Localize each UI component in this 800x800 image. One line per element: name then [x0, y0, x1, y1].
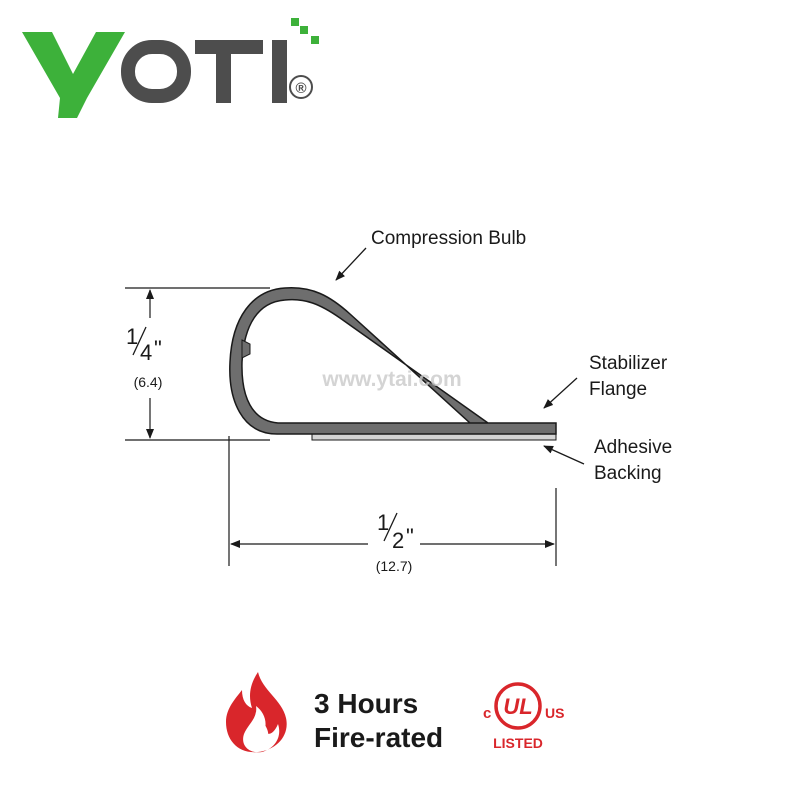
height-fraction-numerator: 1	[126, 324, 138, 349]
height-fraction-slash	[132, 326, 147, 356]
registered-mark: ®	[295, 80, 306, 97]
fire-rating-line1: 3 Hours	[314, 688, 418, 719]
logo-letter-o	[121, 40, 191, 103]
stabilizer-flange-label-line1: Stabilizer	[589, 353, 668, 374]
adhesive-backing-leader	[543, 445, 585, 465]
fire-rating-line2: Fire-rated	[314, 722, 443, 753]
adhesive-backing-strip	[311, 433, 557, 441]
ul-logo-circle	[494, 682, 542, 730]
stabilizer-flange-leader	[543, 377, 578, 409]
compression-bulb-leader	[335, 247, 367, 281]
adhesive-backing-label-line1: Adhesive	[594, 437, 672, 458]
height-metric-label: (6.4)	[134, 374, 163, 390]
width-metric-label: (12.7)	[376, 558, 413, 574]
logo-letter-t	[195, 40, 263, 103]
width-fraction-numerator: 1	[377, 510, 389, 535]
width-fraction-unit: "	[406, 524, 414, 549]
compression-bulb-label: Compression Bulb	[371, 228, 526, 249]
height-fraction-unit: "	[154, 336, 162, 361]
flame-icon	[226, 672, 287, 753]
height-fraction-denominator: 4	[140, 340, 152, 365]
width-fraction-denominator: 2	[392, 528, 404, 553]
flame-icon-inner	[245, 712, 269, 749]
ul-c-mark: c	[483, 705, 491, 722]
logo-letter-i	[272, 40, 287, 103]
ul-listed-badge: UL c US LISTED	[483, 682, 564, 751]
stabilizer-flange-label-line2: Flange	[589, 379, 647, 400]
fire-rating-badge: 3 Hours Fire-rated	[226, 672, 443, 753]
bulb-notch	[241, 339, 251, 359]
brand-logo: ®	[22, 18, 319, 118]
watermark-text: www.ytai.com	[321, 368, 461, 391]
profile-diagram: 1 4 " (6.4) 1 2 " (12.7) Compression Bul…	[125, 228, 672, 574]
width-fraction-label: 1 2 "	[377, 510, 414, 553]
ul-listed-label: LISTED	[493, 735, 543, 751]
width-fraction-slash	[383, 512, 398, 542]
ul-us-mark: US	[545, 705, 564, 721]
compression-bulb-profile	[229, 287, 557, 435]
logo-letter-y	[22, 32, 125, 118]
registered-mark-circle	[289, 75, 313, 99]
adhesive-backing-label-line2: Backing	[594, 463, 662, 484]
ul-mark: UL	[503, 694, 532, 719]
height-fraction-label: 1 4 "	[126, 324, 162, 365]
logo-plus-accent	[291, 18, 319, 44]
